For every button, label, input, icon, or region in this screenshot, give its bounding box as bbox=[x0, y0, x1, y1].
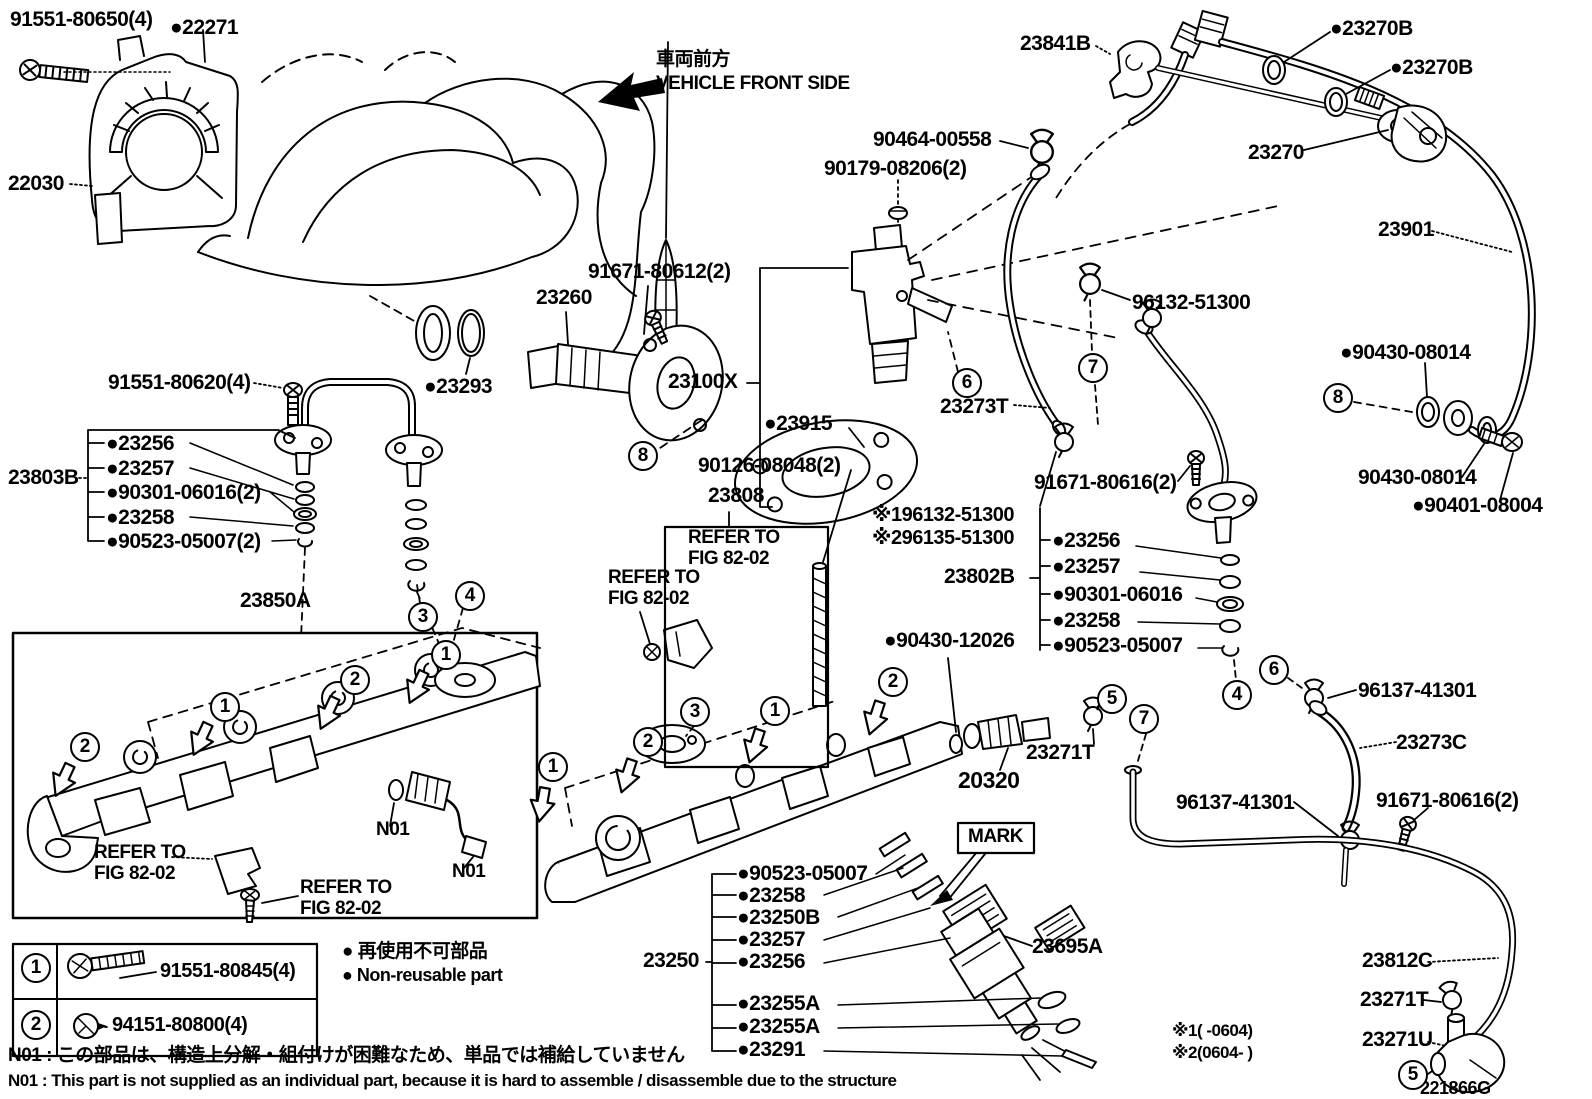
vapor-hoses-bottom-right bbox=[1124, 677, 1517, 1094]
fuel-pipe-23802B-drawing bbox=[1029, 298, 1258, 681]
leader-22030 bbox=[69, 183, 93, 187]
fuel-rail-left-drawing bbox=[26, 627, 541, 923]
throttle-body-drawing bbox=[88, 35, 239, 245]
fuel-pipe-23850A-drawing bbox=[78, 378, 464, 651]
bolt-91551-80650-drawing bbox=[19, 29, 206, 84]
mark-box bbox=[956, 821, 1036, 855]
cold-start-injector-23260 bbox=[527, 285, 724, 449]
intake-manifold-drawing bbox=[197, 51, 656, 361]
injector-assembly-23250-drawing bbox=[705, 831, 1097, 1081]
legend-box bbox=[11, 942, 319, 1058]
fuel-rail-callout-box bbox=[11, 631, 539, 920]
pressure-regulator-23100X-drawing bbox=[733, 177, 1279, 707]
vehicle-front-arrow bbox=[598, 72, 665, 111]
fuel-hoses-top-right bbox=[999, 9, 1536, 501]
throttle-gasket-rings bbox=[369, 295, 485, 375]
sensor-callout-box-23808 bbox=[663, 525, 830, 769]
